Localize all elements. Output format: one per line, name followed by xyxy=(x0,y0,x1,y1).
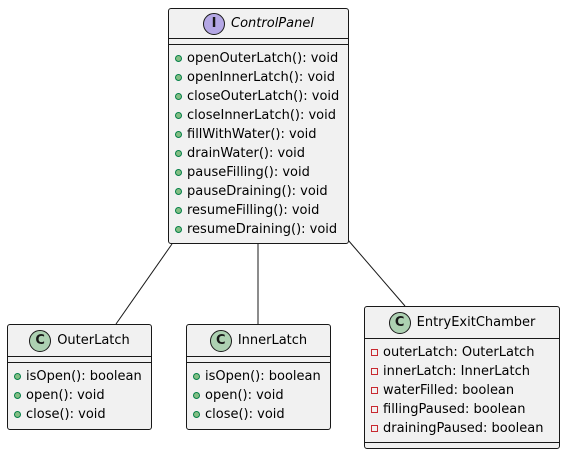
method-item: pauseDraining(): void xyxy=(175,182,348,201)
public-visibility-icon xyxy=(175,112,182,119)
methods-separator xyxy=(365,442,559,443)
connector-controlpanel-entryexitchamber xyxy=(347,239,406,307)
public-visibility-icon xyxy=(175,207,182,214)
public-visibility-icon xyxy=(14,411,21,418)
method-item: closeInnerLatch(): void xyxy=(175,106,348,125)
method-item: openOuterLatch(): void xyxy=(175,49,348,68)
class-badge-icon: C xyxy=(388,311,411,334)
method-item: isOpen(): boolean xyxy=(193,367,330,386)
innerlatch-title: InnerLatch xyxy=(237,333,308,348)
field-item: outerLatch: OuterLatch xyxy=(371,343,559,362)
connector-controlpanel-outerlatch xyxy=(115,243,173,325)
outerlatch-title: OuterLatch xyxy=(57,333,130,348)
innerlatch-class-box[interactable]: C InnerLatch isOpen(): boolean open(): v… xyxy=(186,324,331,430)
public-visibility-icon xyxy=(175,55,182,62)
attributes-separator xyxy=(8,362,151,363)
field-item: innerLatch: InnerLatch xyxy=(371,362,559,381)
entryexitchamber-class-box[interactable]: C EntryExitChamber outerLatch: OuterLatc… xyxy=(364,306,560,449)
method-item: closeOuterLatch(): void xyxy=(175,87,348,106)
private-visibility-icon xyxy=(371,406,378,413)
method-item: open(): void xyxy=(193,386,330,405)
public-visibility-icon xyxy=(175,188,182,195)
entryexitchamber-fields: outerLatch: OuterLatch innerLatch: Inner… xyxy=(365,339,559,442)
public-visibility-icon xyxy=(175,93,182,100)
interface-badge-icon: I xyxy=(203,12,226,35)
outerlatch-methods: isOpen(): boolean open(): void close(): … xyxy=(8,363,151,428)
method-item: resumeFilling(): void xyxy=(175,201,348,220)
public-visibility-icon xyxy=(175,131,182,138)
method-item: drainWater(): void xyxy=(175,144,348,163)
public-visibility-icon xyxy=(175,150,182,157)
outerlatch-header: C OuterLatch xyxy=(8,325,151,357)
private-visibility-icon xyxy=(371,425,378,432)
public-visibility-icon xyxy=(175,226,182,233)
attributes-separator xyxy=(169,44,348,45)
class-badge-icon: C xyxy=(29,329,52,352)
public-visibility-icon xyxy=(193,392,200,399)
public-visibility-icon xyxy=(175,74,182,81)
field-item: fillingPaused: boolean xyxy=(371,400,559,419)
method-item: resumeDraining(): void xyxy=(175,220,348,239)
field-item: waterFilled: boolean xyxy=(371,381,559,400)
method-item: fillWithWater(): void xyxy=(175,125,348,144)
private-visibility-icon xyxy=(371,349,378,356)
entryexitchamber-header: C EntryExitChamber xyxy=(365,307,559,339)
field-item: drainingPaused: boolean xyxy=(371,419,559,438)
private-visibility-icon xyxy=(371,368,378,375)
method-item: openInnerLatch(): void xyxy=(175,68,348,87)
method-item: close(): void xyxy=(14,405,151,424)
method-item: isOpen(): boolean xyxy=(14,367,151,386)
controlpanel-interface-box[interactable]: I ControlPanel openOuterLatch(): void op… xyxy=(168,8,349,244)
public-visibility-icon xyxy=(14,373,21,380)
attributes-separator xyxy=(187,362,330,363)
public-visibility-icon xyxy=(193,411,200,418)
controlpanel-methods: openOuterLatch(): void openInnerLatch():… xyxy=(169,45,348,243)
class-badge-icon: C xyxy=(209,329,232,352)
public-visibility-icon xyxy=(175,169,182,176)
entryexitchamber-title: EntryExitChamber xyxy=(416,315,536,330)
innerlatch-methods: isOpen(): boolean open(): void close(): … xyxy=(187,363,330,428)
method-item: close(): void xyxy=(193,405,330,424)
public-visibility-icon xyxy=(14,392,21,399)
private-visibility-icon xyxy=(371,387,378,394)
public-visibility-icon xyxy=(193,373,200,380)
method-item: pauseFilling(): void xyxy=(175,163,348,182)
controlpanel-header: I ControlPanel xyxy=(169,9,348,39)
outerlatch-class-box[interactable]: C OuterLatch isOpen(): boolean open(): v… xyxy=(7,324,152,430)
method-item: open(): void xyxy=(14,386,151,405)
controlpanel-title: ControlPanel xyxy=(231,16,314,31)
innerlatch-header: C InnerLatch xyxy=(187,325,330,357)
